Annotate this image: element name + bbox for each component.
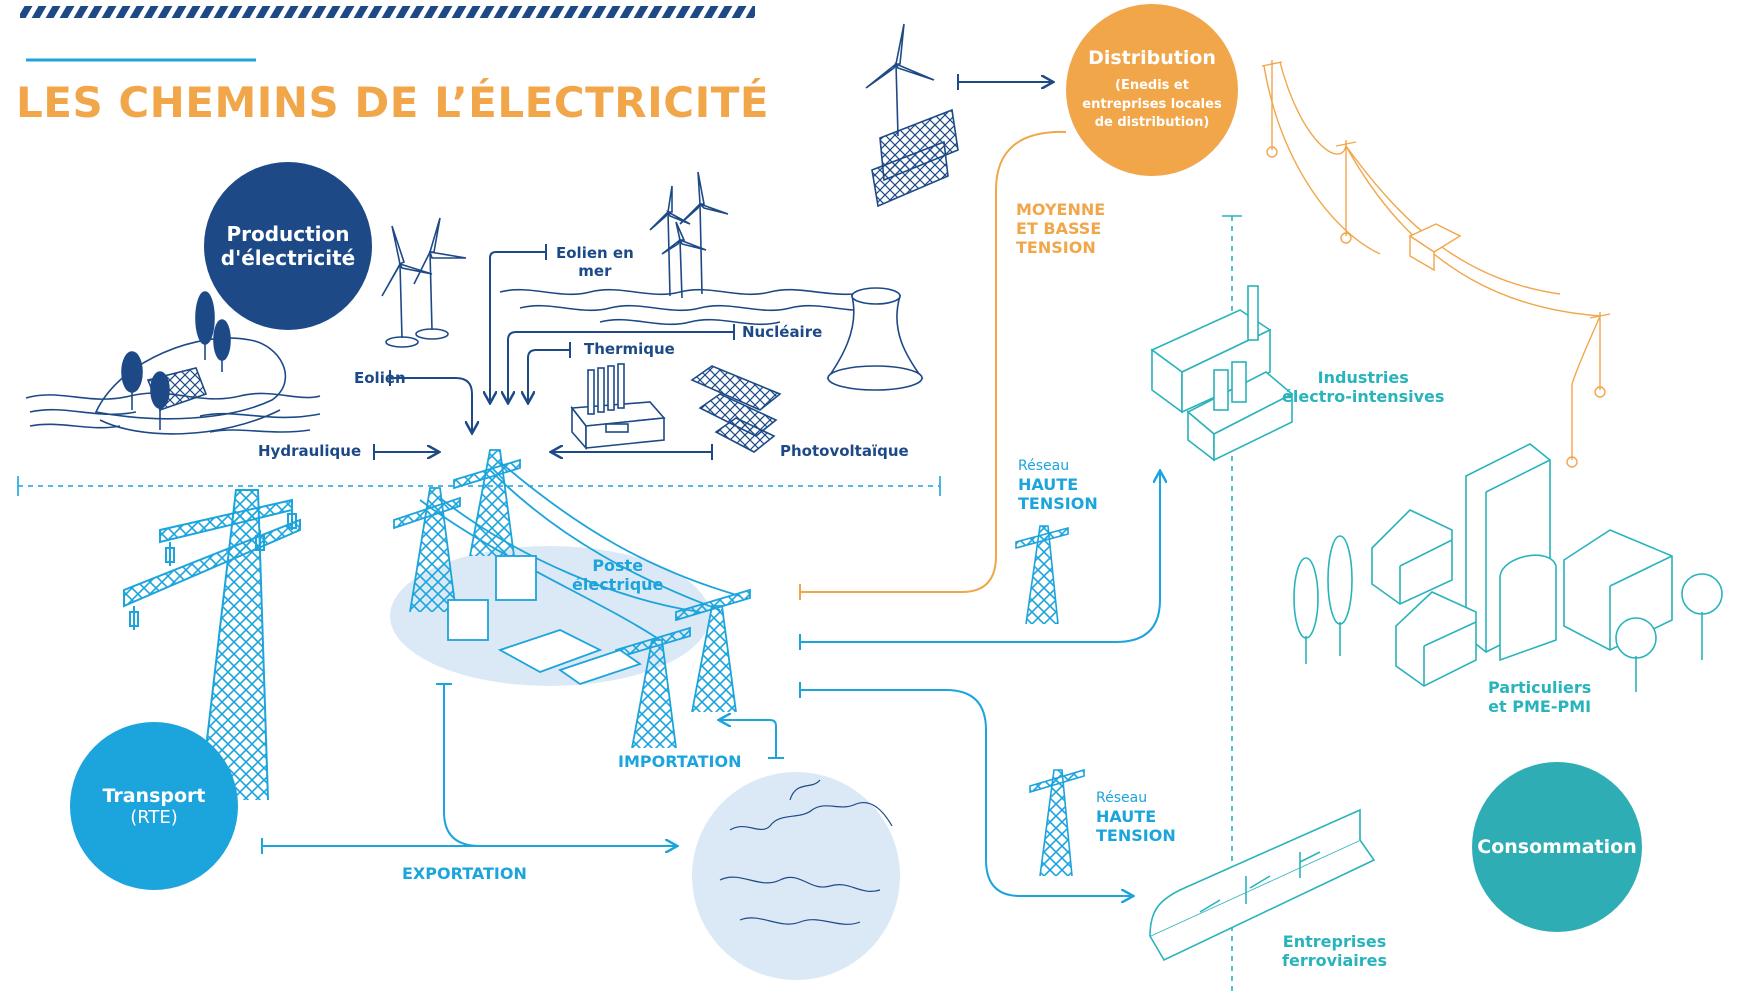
transport-circle: Transport (RTE) bbox=[70, 722, 238, 890]
consommation-circle: Consommation bbox=[1472, 762, 1642, 932]
cooling-tower-icon bbox=[826, 287, 924, 391]
label-reseau-haute-tension-2: Réseau HAUTE TENSION bbox=[1096, 790, 1176, 845]
solar-panel-icon bbox=[690, 365, 782, 453]
label-importation: IMPORTATION bbox=[618, 752, 742, 771]
pylon-icon bbox=[1015, 525, 1085, 877]
production-circle: Production d'électricité bbox=[204, 162, 372, 330]
label-eolien-en-mer: Eolien en mer bbox=[556, 244, 634, 280]
power-line-icon bbox=[1261, 60, 1611, 468]
train-icon bbox=[1148, 808, 1376, 962]
factory-icon bbox=[1150, 285, 1294, 462]
page-title: LES CHEMINS DE L’ÉLECTRICITÉ bbox=[16, 78, 770, 127]
label-moyenne-basse-tension: MOYENNE ET BASSE TENSION bbox=[1016, 200, 1106, 258]
label-poste-electrique: Poste électrique bbox=[572, 556, 664, 595]
distribution-label: Distribution bbox=[1088, 46, 1216, 69]
label-exportation: EXPORTATION bbox=[402, 864, 527, 883]
label-reseau-haute-tension-1: Réseau HAUTE TENSION bbox=[1018, 458, 1098, 513]
distribution-sub-label: (Enedis et entreprises locales de distri… bbox=[1082, 77, 1222, 131]
wind-turbine-icon bbox=[381, 217, 467, 348]
label-hydraulique: Hydraulique bbox=[258, 442, 362, 460]
label-ferroviaires: Entreprises ferroviaires bbox=[1282, 932, 1388, 971]
pylon-icon bbox=[123, 489, 301, 801]
production-arrows bbox=[373, 74, 1052, 460]
distribution-flow bbox=[799, 130, 1067, 600]
europe-map-icon bbox=[692, 772, 900, 980]
label-photovoltaique: Photovoltaïque bbox=[780, 442, 909, 460]
label-nucleaire: Nucléaire bbox=[742, 323, 823, 341]
production-label-line2: d'électricité bbox=[220, 246, 356, 270]
transport-label: Transport bbox=[102, 784, 206, 807]
transport-sub-label: (RTE) bbox=[130, 806, 178, 828]
europe-coastline bbox=[719, 779, 893, 925]
header-stripe-band bbox=[20, 6, 755, 18]
consommation-label: Consommation bbox=[1477, 836, 1637, 858]
houses-icon bbox=[1293, 443, 1723, 692]
factory-icon bbox=[570, 363, 666, 451]
transport-flows bbox=[261, 472, 1160, 896]
wind-solar-distribution-icon bbox=[865, 23, 959, 208]
label-particuliers: Particuliers et PME-PMI bbox=[1488, 678, 1592, 717]
label-industries: Industries électro-intensives bbox=[1282, 368, 1445, 407]
substation-icon bbox=[393, 449, 751, 749]
production-label-line1: Production bbox=[226, 222, 350, 246]
label-thermique: Thermique bbox=[584, 340, 675, 358]
dam-icon bbox=[25, 291, 321, 435]
label-eolien: Eolien bbox=[354, 369, 406, 387]
distribution-circle: Distribution (Enedis et entreprises loca… bbox=[1066, 4, 1238, 176]
offshore-wind-icon bbox=[499, 171, 881, 326]
